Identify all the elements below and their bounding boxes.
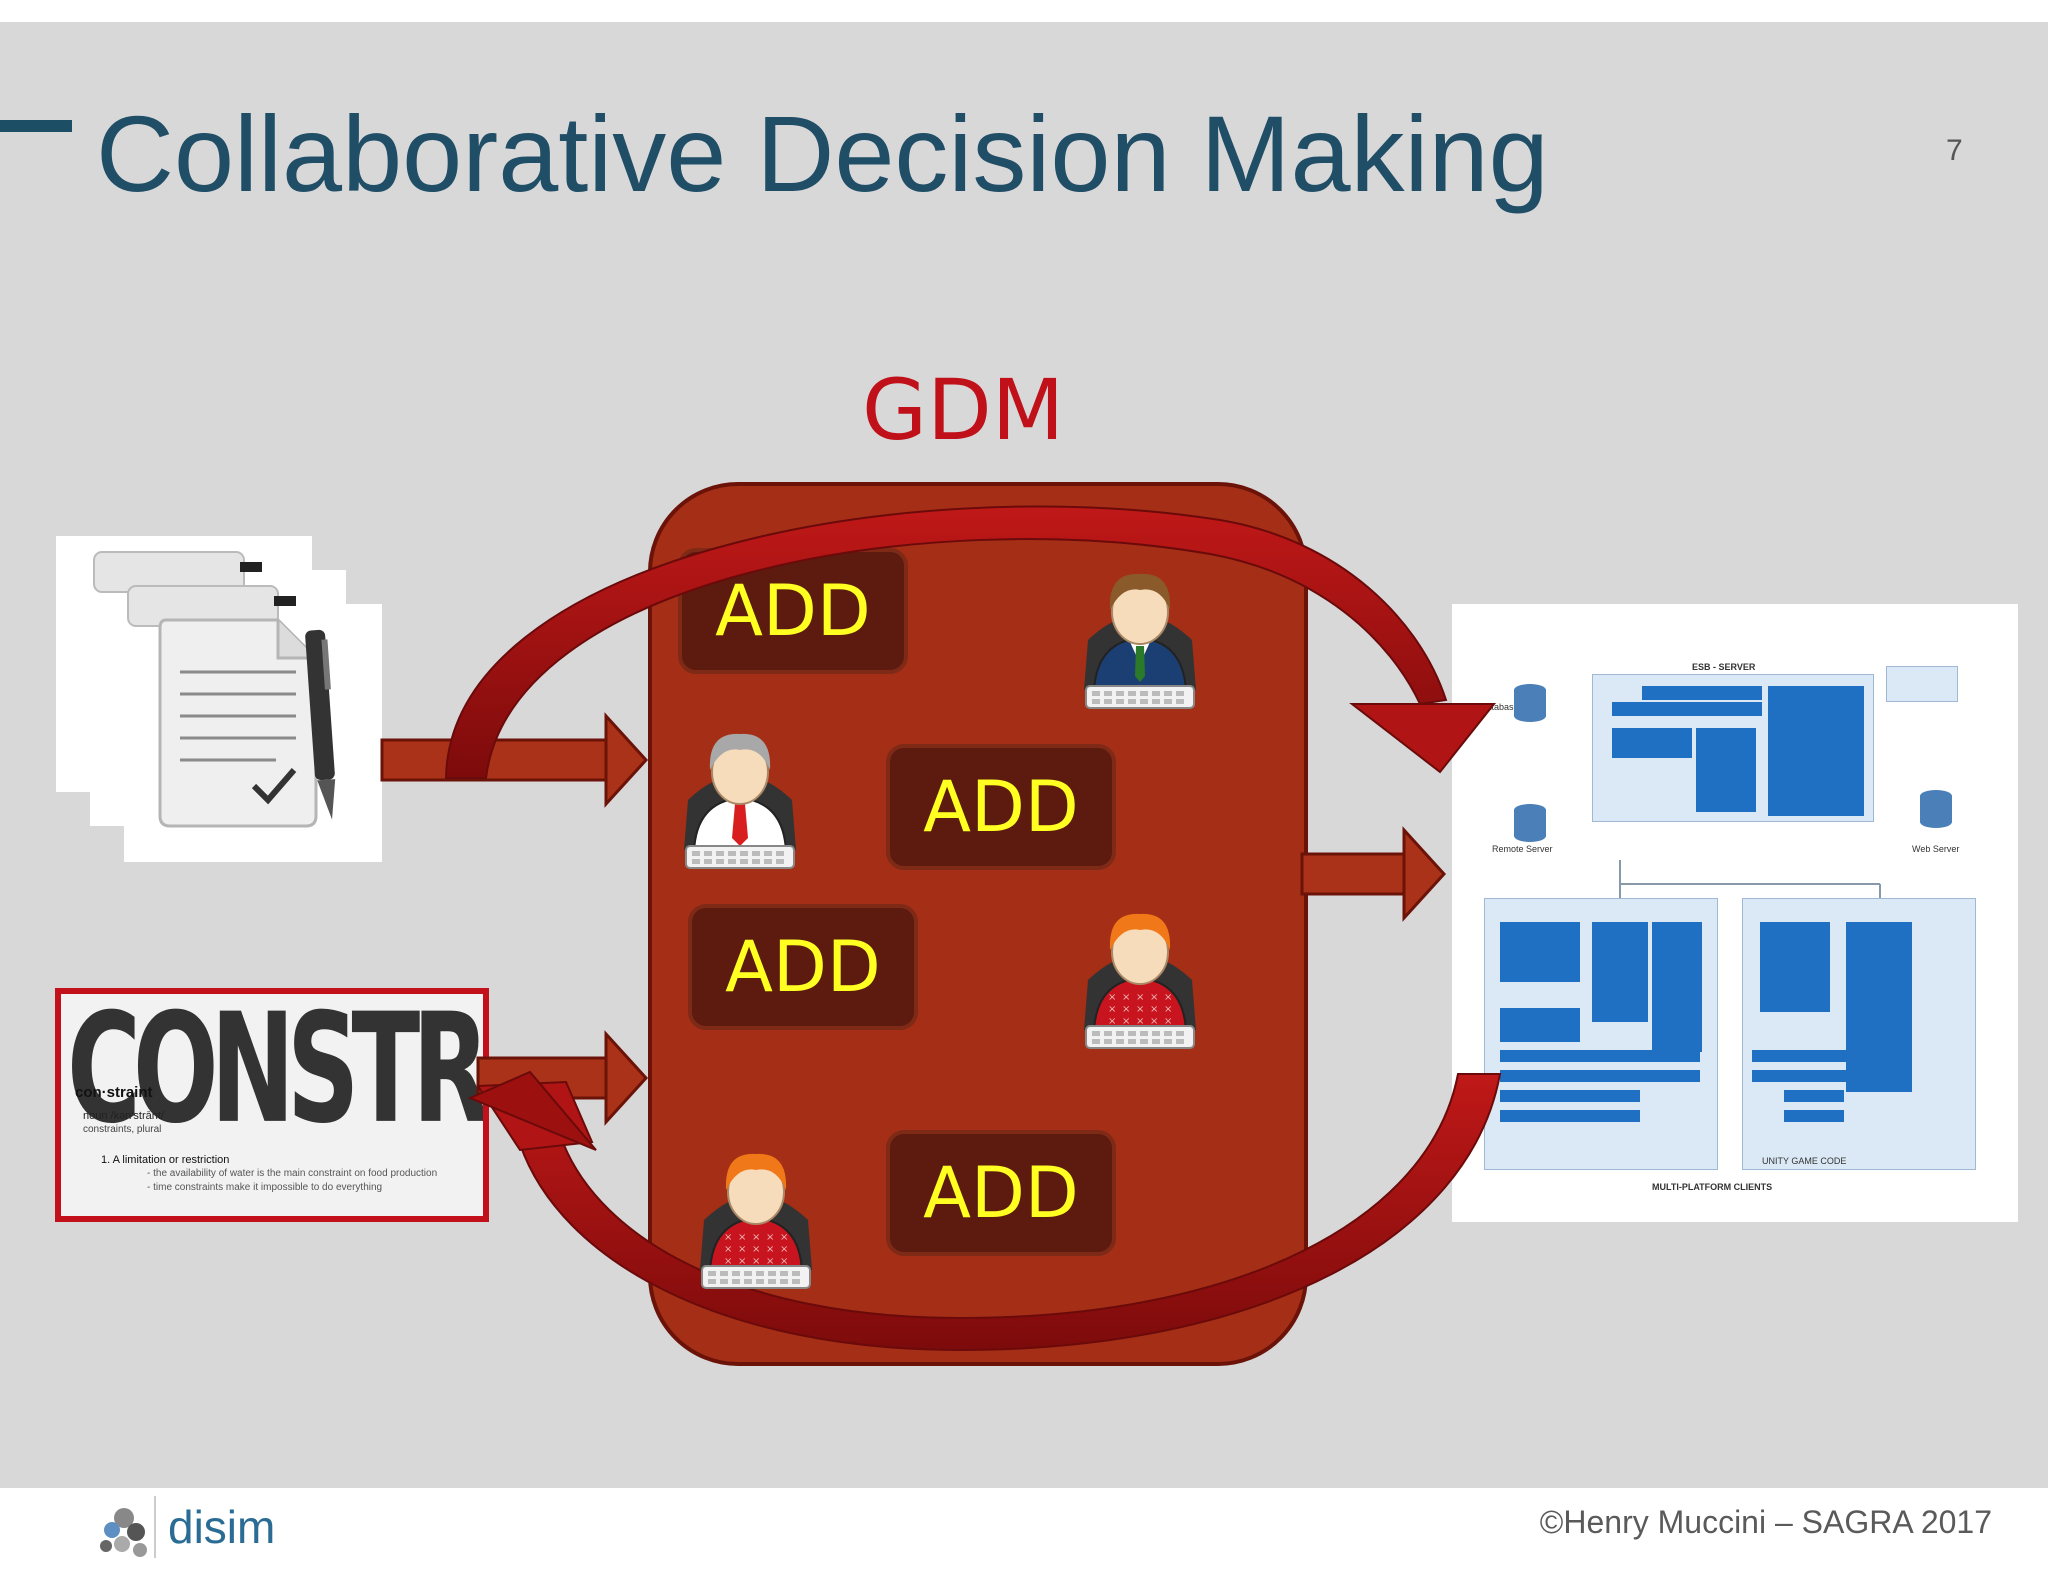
arch-tools-panel (1886, 666, 1958, 702)
svg-text:×: × (1136, 1004, 1144, 1015)
footer: disim ©Henry Muccini – SAGRA 2017 (0, 1488, 2048, 1582)
arch-label: Remote Server (1492, 844, 1553, 854)
slide-title: Collaborative Decision Making (96, 93, 1549, 214)
svg-text:×: × (1136, 992, 1144, 1003)
architecture-diagram-image: ESB - SERVER Database Remote Server Web … (1452, 604, 2018, 1222)
svg-text:×: × (1150, 1016, 1158, 1027)
svg-text:×: × (1164, 1016, 1172, 1027)
svg-text:×: × (1136, 1016, 1144, 1027)
input-arrow-documents (380, 712, 649, 808)
add-label: ADD (886, 744, 1116, 870)
add-label: ADD (678, 548, 908, 674)
svg-text:×: × (724, 1232, 732, 1243)
grey-hair-person-icon (684, 733, 796, 869)
svg-text:×: × (1164, 1004, 1172, 1015)
svg-text:×: × (1150, 992, 1158, 1003)
arch-server-title: ESB - SERVER (1692, 662, 1756, 672)
disim-logo-text: disim (168, 1501, 276, 1553)
svg-text:×: × (1122, 1004, 1130, 1015)
constraints-definition: 1. A limitation or restriction (101, 1154, 230, 1166)
svg-text:×: × (1164, 992, 1172, 1003)
redhead-person-icon: ××××××××××××××× (1084, 913, 1196, 1049)
svg-text:×: × (724, 1244, 732, 1255)
svg-text:×: × (766, 1256, 774, 1267)
arch-block (1784, 1110, 1844, 1122)
arch-block (1760, 922, 1830, 1012)
curved-arrow-top (444, 505, 1497, 779)
svg-text:×: × (766, 1244, 774, 1255)
svg-text:×: × (780, 1256, 788, 1267)
svg-text:×: × (1122, 992, 1130, 1003)
redhead-person-icon: ××××××××××××××× (700, 1153, 812, 1289)
arch-block (1784, 1090, 1844, 1102)
page-number: 7 (1946, 134, 1963, 167)
gdm-label: GDM (862, 361, 1065, 459)
arch-block (1846, 922, 1912, 1092)
arch-block (1612, 728, 1692, 758)
svg-text:×: × (724, 1256, 732, 1267)
svg-text:×: × (752, 1244, 760, 1255)
arch-block (1592, 922, 1648, 1022)
arch-block (1500, 1008, 1580, 1042)
arch-block (1696, 728, 1756, 812)
curved-arrow-bottom (467, 1070, 1502, 1352)
add-label: ADD (688, 904, 918, 1030)
title-accent-bar (0, 120, 72, 132)
arch-block (1768, 686, 1864, 816)
svg-text:×: × (752, 1256, 760, 1267)
constraints-example-1: - the availability of water is the main … (147, 1168, 438, 1179)
svg-text:×: × (1108, 1016, 1116, 1027)
arch-label: Database (1480, 702, 1519, 712)
constraints-plural-line: constraints, plural (83, 1124, 162, 1135)
arch-block (1500, 922, 1580, 982)
svg-text:×: × (1108, 992, 1116, 1003)
logo-separator (154, 1496, 156, 1558)
svg-text:×: × (752, 1232, 760, 1243)
svg-text:×: × (766, 1232, 774, 1243)
arch-block (1642, 686, 1762, 700)
svg-text:×: × (780, 1232, 788, 1243)
disim-logo-icon (100, 1508, 147, 1557)
constraints-example-2: - time constraints make it impossible to… (147, 1182, 383, 1193)
businessman-icon (1084, 573, 1196, 709)
copyright-text: ©Henry Muccini – SAGRA 2017 (1539, 1504, 1992, 1540)
svg-text:×: × (738, 1232, 746, 1243)
arch-label: UNITY GAME CODE (1762, 1156, 1847, 1166)
arch-block (1500, 1070, 1700, 1082)
arch-block (1612, 702, 1762, 716)
constraints-image: CONSTRAINTS con·straint noun /kən'strānt… (55, 988, 489, 1222)
svg-text:×: × (780, 1244, 788, 1255)
constraints-noun-line: noun /kən'strānt/ (83, 1110, 164, 1122)
add-label: ADD (886, 1130, 1116, 1256)
constraints-heading: CONSTRAINTS (67, 988, 483, 1158)
arch-block (1500, 1090, 1640, 1102)
arch-label: Web Server (1912, 844, 1960, 854)
svg-text:×: × (1122, 1016, 1130, 1027)
svg-text:×: × (738, 1256, 746, 1267)
output-arrow-architecture (1300, 826, 1447, 922)
constraints-word: con·straint (75, 1084, 153, 1101)
arch-block (1652, 922, 1702, 1052)
svg-text:×: × (1108, 1004, 1116, 1015)
svg-text:×: × (738, 1244, 746, 1255)
svg-text:×: × (1150, 1004, 1158, 1015)
arch-block (1500, 1110, 1640, 1122)
arch-block (1752, 1070, 1892, 1082)
arch-block (1752, 1050, 1892, 1062)
arch-label: MULTI-PLATFORM CLIENTS (1652, 1182, 1773, 1192)
arch-block (1500, 1050, 1700, 1062)
